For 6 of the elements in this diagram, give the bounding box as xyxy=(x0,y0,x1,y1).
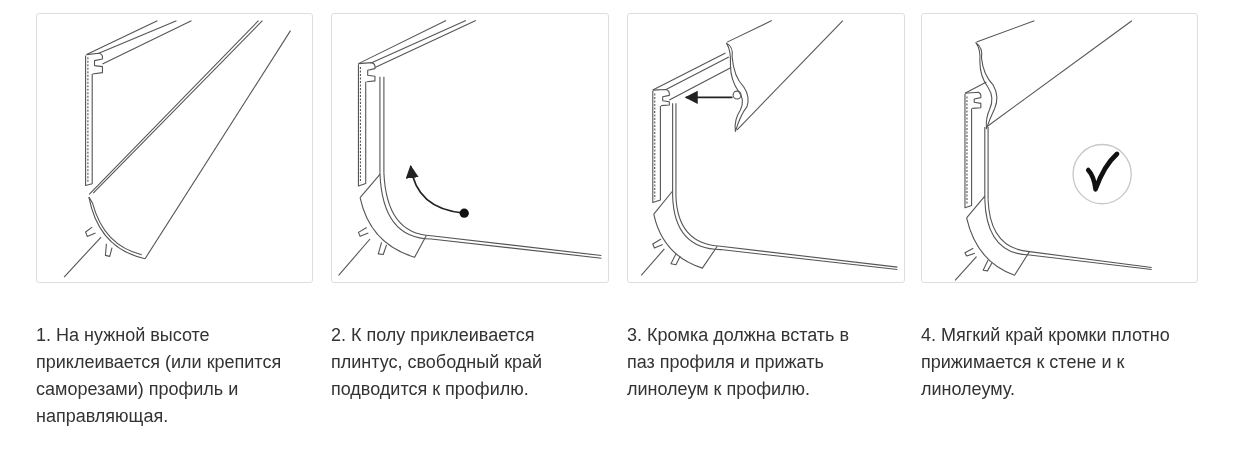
illustration-panel xyxy=(36,13,313,283)
step-caption: 2. К полу приклеивается плинтус, свободный край подводится к профилю. xyxy=(331,324,544,401)
step-caption: 1. На нужной высоте приклеивается (или крепится саморезами) профиль и направляющая. xyxy=(36,324,283,428)
step-caption: 4. Мягкий край кромки плотно прижимается к стене и к линолеуму. xyxy=(921,324,1171,401)
step-caption: 3. Кромка должна встать в паз профиля и прижать линолеум к профилю. xyxy=(627,324,850,401)
illustration-panel xyxy=(921,13,1198,283)
